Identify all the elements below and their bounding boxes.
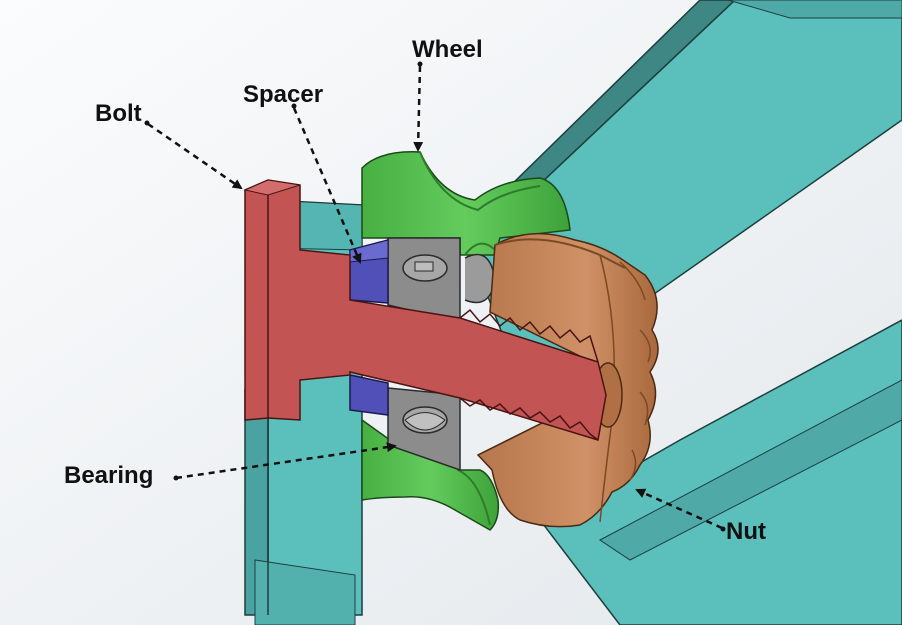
nut-label: Nut	[726, 518, 766, 545]
nut-leader	[635, 488, 723, 530]
leader-dots	[144, 61, 726, 532]
bearing-label: Bearing	[64, 462, 154, 489]
wheel-leader	[413, 65, 424, 152]
wheel-label: Wheel	[412, 36, 483, 63]
nut-shape	[476, 232, 659, 528]
spacer-shape	[349, 239, 389, 416]
spacer-leader	[292, 107, 362, 264]
bolt-shape	[243, 179, 607, 441]
bolt-leader	[147, 122, 243, 190]
bolt-label: Bolt	[95, 100, 142, 127]
bearing-shape	[387, 237, 496, 472]
leader-arrows	[147, 65, 723, 530]
spacer-label: Spacer	[243, 81, 324, 108]
bearing-leader	[175, 442, 397, 480]
